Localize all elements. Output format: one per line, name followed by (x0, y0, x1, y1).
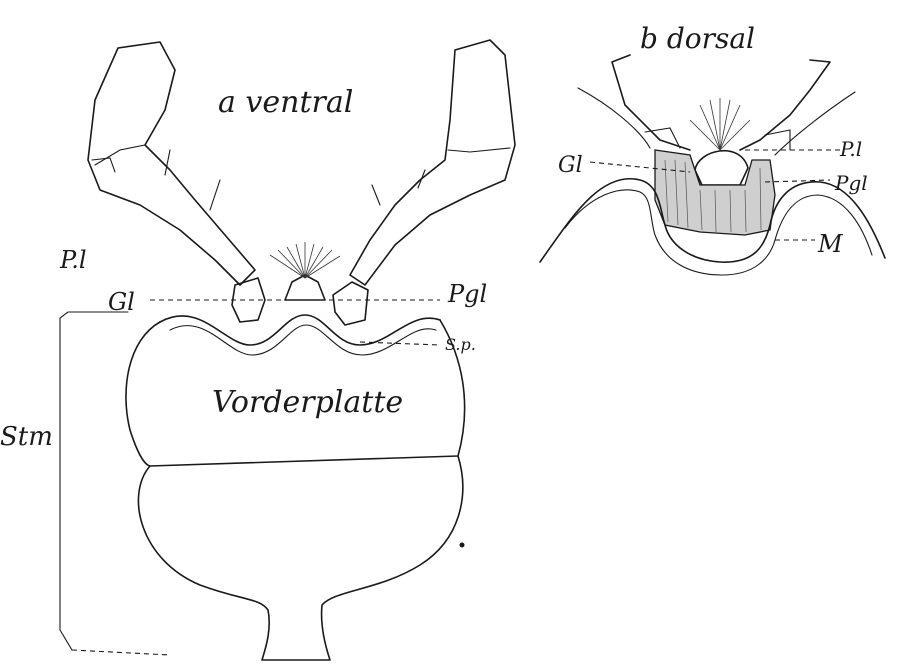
label-pl-b: P.l (839, 137, 862, 161)
label-gl-b: Gl (558, 153, 583, 178)
figure-b-dorsal: b dorsal Gl P.l Pgl M (540, 22, 885, 275)
stipes-plate (138, 456, 462, 660)
left-palp (88, 42, 255, 285)
label-gl-a: Gl (108, 288, 135, 316)
label-vorderplatte: Vorderplatte (212, 385, 403, 420)
hair-tuft (270, 242, 340, 278)
label-stm: Stm (0, 422, 53, 452)
glossa (285, 275, 325, 300)
wavy-rim (160, 315, 440, 345)
glossa-b (695, 151, 748, 185)
figure-a-ventral: a ventral P.l Gl Pgl S.p. Stm Vorderplat… (0, 40, 515, 660)
figure-a-title: a ventral (218, 85, 353, 120)
stm-bracket (60, 312, 128, 650)
label-pgl-b: Pgl (834, 171, 868, 195)
label-m-b: M (817, 230, 844, 258)
label-sp-a: S.p. (445, 335, 476, 354)
label-pl-a: P.l (59, 246, 87, 274)
right-paraglossa (333, 282, 368, 325)
right-palp (350, 40, 515, 285)
figure-b-title: b dorsal (640, 22, 755, 55)
label-pgl-a: Pgl (447, 280, 487, 308)
